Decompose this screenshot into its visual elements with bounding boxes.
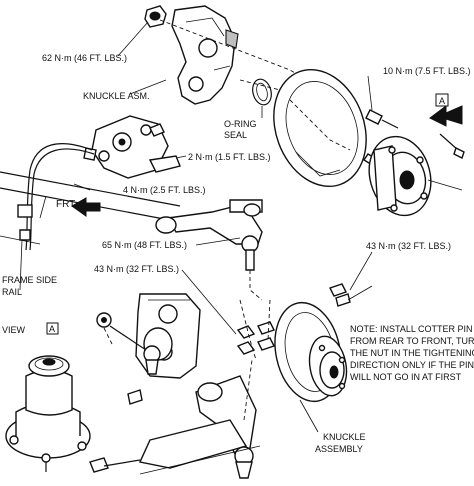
brake-splash-shield xyxy=(273,68,367,188)
knuckle-sensor-assembly xyxy=(83,115,181,179)
view-a-arrow: A xyxy=(429,93,463,127)
knuckle-assembly-label: KNUCKLE xyxy=(323,432,366,442)
right-nut-cluster xyxy=(329,283,373,307)
torque-label-4: 4 N·m (2.5 FT. LBS.) xyxy=(123,185,206,195)
steering-knuckle-upper xyxy=(171,5,239,105)
torque-label-65: 65 N·m (48 FT. LBS.) xyxy=(102,240,187,250)
assembly-label: ASSEMBLY xyxy=(315,444,363,454)
view-label: VIEW xyxy=(2,325,26,335)
o-ring-label: O-RING xyxy=(224,119,257,129)
view-a-tag: A xyxy=(49,324,55,334)
lower-link-bolts xyxy=(89,389,143,473)
torque-label-43-right: 43 N·m (32 FT. LBS.) xyxy=(366,241,451,251)
upper-control-arm xyxy=(155,199,263,301)
upper-mount-bushing xyxy=(144,5,167,28)
knuckle-asm-label: KNUCKLE ASM. xyxy=(83,91,150,101)
hub-mounting-bolt xyxy=(439,133,465,159)
torque-label-10: 10 N·m (7.5 FT. LBS.) xyxy=(383,66,471,76)
front-direction-arrow xyxy=(71,197,101,217)
lower-hub-assembly xyxy=(308,335,348,397)
note-line-4: DIRECTION ONLY IF THE PIN xyxy=(350,360,474,370)
hub-bearing-assembly xyxy=(368,135,463,217)
leader-lines-lower xyxy=(19,237,373,433)
view-a-top-tag: A xyxy=(439,96,445,106)
note-line-3: THE NUT IN THE TIGHTENING xyxy=(350,348,474,358)
torque-label-2: 2 N·m (1.5 FT. LBS.) xyxy=(188,152,271,162)
note-line-1: NOTE: INSTALL COTTER PIN xyxy=(350,324,473,334)
sensor-wire-harness xyxy=(17,143,95,251)
view-a-hub-inset xyxy=(5,322,91,472)
rail-label: RAIL xyxy=(2,287,22,297)
ball-joint-nuts xyxy=(236,299,275,361)
seal-label: SEAL xyxy=(224,130,247,140)
leader-lines-top xyxy=(73,21,373,191)
tie-rod-end xyxy=(96,312,161,375)
torque-label-62: 62 N·m (46 FT. LBS.) xyxy=(42,53,127,63)
lower-control-arm xyxy=(138,359,261,479)
frame-side-label: FRAME SIDE xyxy=(2,275,57,285)
cotter-pin-note: NOTE: INSTALL COTTER PIN FROM REAR TO FR… xyxy=(350,324,474,382)
note-line-2: FROM REAR TO FRONT, TURN xyxy=(350,336,474,346)
front-label: FRT xyxy=(56,199,75,210)
torque-label-43-left: 43 N·m (32 FT. LBS.) xyxy=(94,264,179,274)
note-line-5: WILL NOT GO IN AT FIRST xyxy=(350,372,462,382)
o-ring-seal-part xyxy=(252,78,272,106)
steering-knuckle-lower xyxy=(135,293,201,379)
